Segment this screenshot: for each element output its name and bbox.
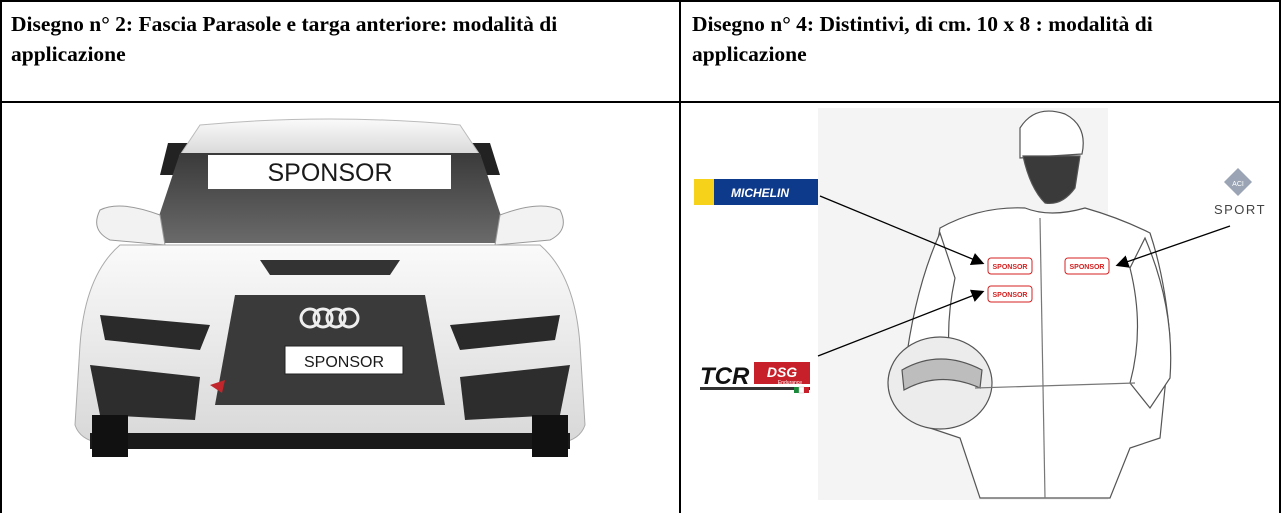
driver-right-arm	[1129, 236, 1172, 410]
arrow-tcr	[817, 289, 985, 357]
arrow-aci-sport	[1115, 225, 1231, 268]
svg-text:DSG: DSG	[767, 364, 797, 380]
table-border-left	[0, 0, 2, 513]
front-plate	[284, 345, 404, 375]
helmet	[887, 336, 993, 430]
front-splitter	[90, 433, 570, 449]
svg-text:SPONSOR: SPONSOR	[992, 292, 1027, 299]
row-divider	[0, 101, 1281, 103]
left-air-intake	[90, 365, 200, 420]
svg-text:SPONSOR: SPONSOR	[992, 264, 1027, 271]
right-mirror	[494, 205, 564, 246]
suit-belt	[974, 382, 1136, 389]
left-mirror	[96, 205, 166, 246]
svg-text:TCR: TCR	[700, 363, 750, 390]
table-border-top	[0, 0, 1281, 2]
column-divider	[679, 0, 681, 513]
driver-cap	[1019, 110, 1084, 159]
left-headlight	[100, 315, 210, 350]
tcr-dsg-logo: TCR DSG Endurance	[700, 362, 810, 394]
tow-hook	[210, 380, 225, 393]
header-right-caption: Disegno n° 4: Distintivi, di cm. 10 x 8 …	[692, 12, 1153, 66]
driver-figure	[887, 110, 1172, 499]
patch-left-sleeve: SPONSOR	[987, 285, 1033, 303]
patch-left-chest: SPONSOR	[987, 257, 1033, 275]
windshield-banner	[208, 155, 451, 189]
left-tyre	[92, 415, 128, 457]
windshield-banner-label: SPONSOR	[267, 159, 392, 187]
car-roof	[179, 118, 481, 156]
driver-illustration: SPONSOR SPONSOR SPONSOR MICHELIN AC	[694, 108, 1266, 500]
aci-sport-logo: ACI SPORT	[1214, 168, 1266, 217]
audi-rings	[299, 307, 360, 329]
right-headlight	[450, 315, 560, 350]
svg-text:MICHELIN: MICHELIN	[731, 186, 789, 200]
car-illustration: SPONSOR SPONSOR	[74, 118, 586, 457]
svg-text:SPORT: SPORT	[1214, 202, 1266, 217]
svg-text:ACI: ACI	[1232, 181, 1244, 188]
front-plate-label: SPONSOR	[304, 354, 384, 371]
svg-text:SPONSOR: SPONSOR	[1069, 264, 1104, 271]
driver-face	[1022, 155, 1081, 205]
arrow-michelin	[819, 195, 985, 266]
header-left-caption: Disegno n° 2: Fascia Parasole e targa an…	[11, 12, 558, 66]
right-tyre	[532, 415, 568, 457]
right-air-intake	[460, 365, 570, 420]
hood-vent	[260, 260, 400, 275]
patch-right-chest: SPONSOR	[1064, 257, 1110, 275]
svg-text:Endurance: Endurance	[778, 380, 802, 386]
michelin-logo: MICHELIN	[694, 179, 818, 205]
suit-zipper	[1039, 217, 1046, 499]
table-border-right	[1279, 0, 1281, 513]
